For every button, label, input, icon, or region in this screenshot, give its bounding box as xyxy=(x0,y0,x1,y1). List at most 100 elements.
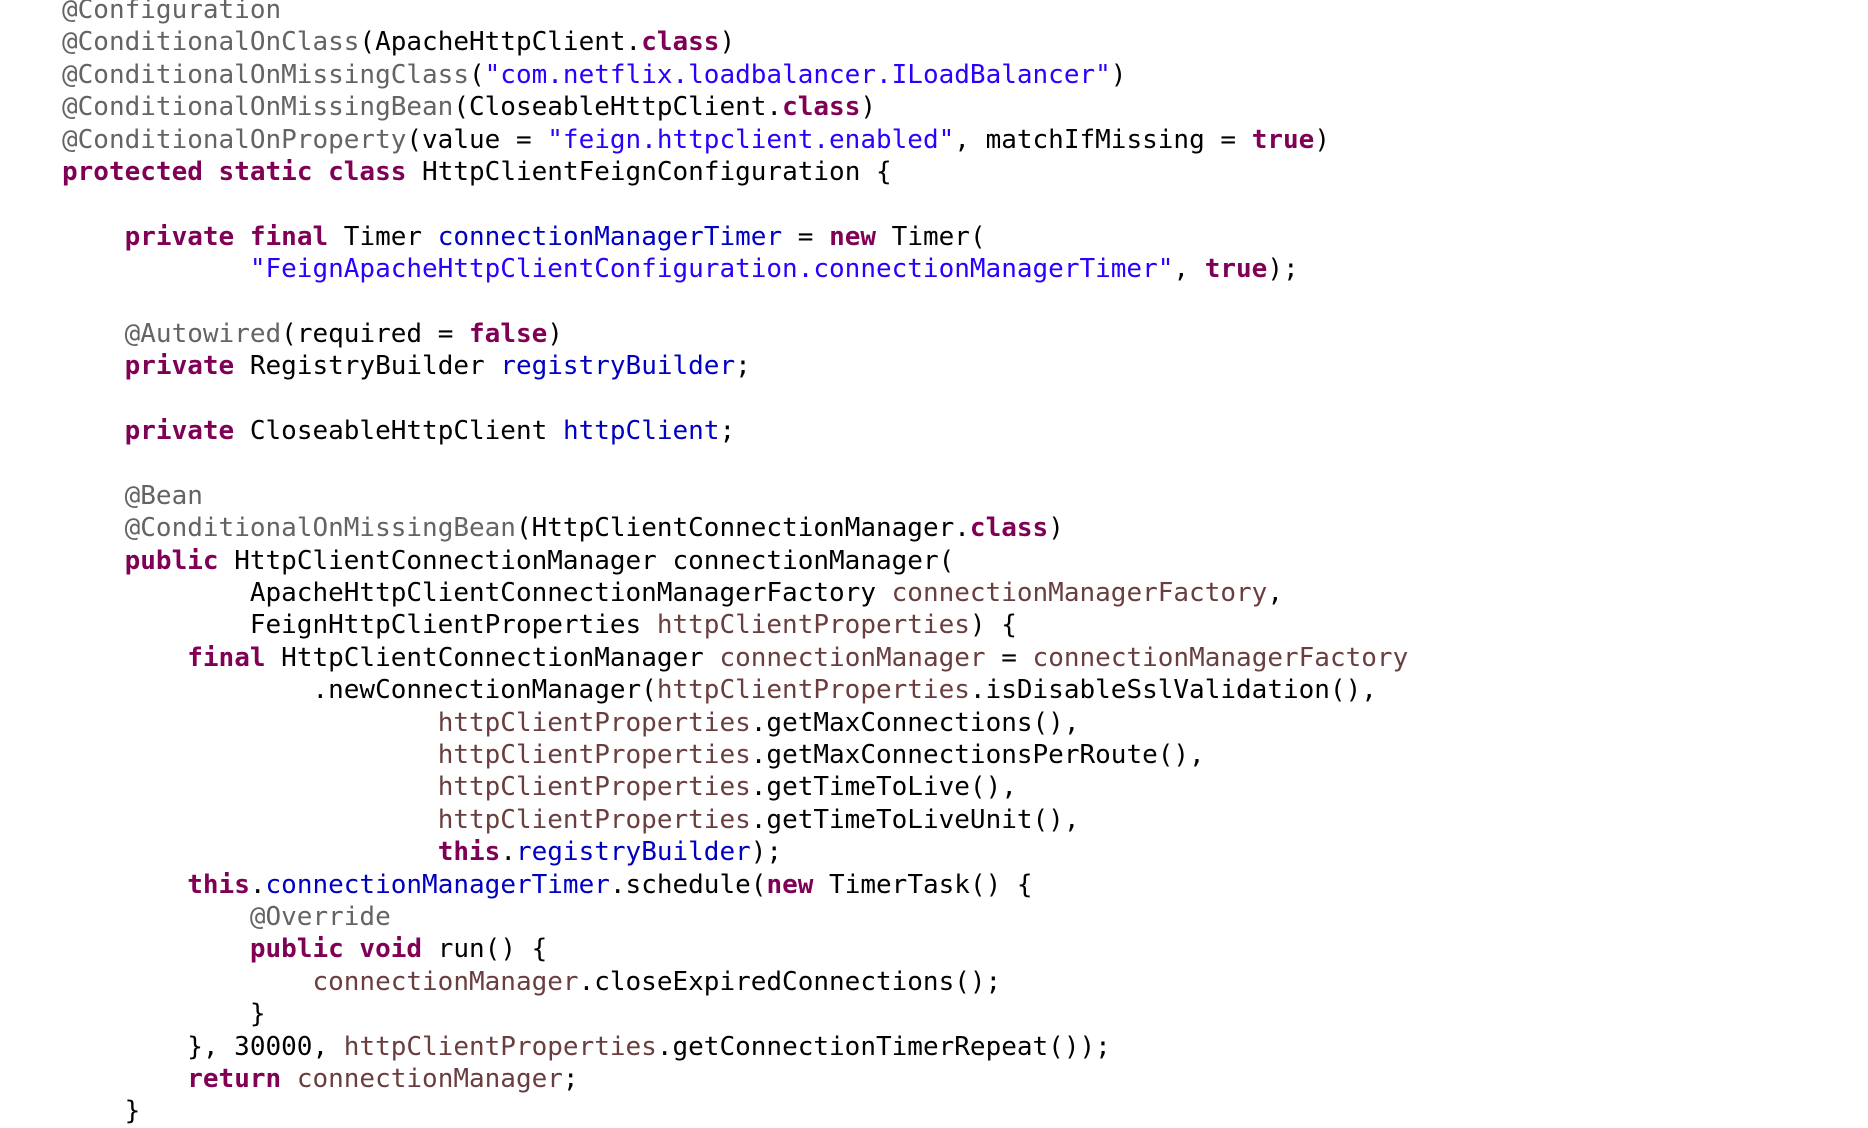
code-token xyxy=(312,157,328,187)
code-token: httpClientProperties xyxy=(656,675,970,706)
code-token: final xyxy=(187,642,266,673)
code-token: , xyxy=(1173,254,1205,285)
code-token xyxy=(62,805,438,835)
code-token xyxy=(62,546,125,576)
code-line: this.connectionManagerTimer.schedule(new… xyxy=(62,869,1408,901)
code-token: HttpClientFeignConfiguration { xyxy=(406,156,892,187)
code-token xyxy=(234,222,250,252)
code-token: private xyxy=(124,351,235,382)
code-token: @ConditionalOnMissingBean xyxy=(62,92,454,123)
code-line: } xyxy=(62,1095,1408,1127)
code-line: httpClientProperties.getTimeToLiveUnit()… xyxy=(62,804,1408,836)
code-token: .getMaxConnections(), xyxy=(750,707,1080,738)
code-token: . xyxy=(249,869,266,900)
code-line: @Configuration xyxy=(62,0,1408,26)
code-token: .closeExpiredConnections(); xyxy=(578,966,1002,997)
code-token: = xyxy=(782,221,830,252)
code-token: . xyxy=(500,837,516,868)
code-token: HttpClientConnectionManager xyxy=(265,642,720,673)
code-token xyxy=(62,870,187,900)
code-line: private CloseableHttpClient httpClient; xyxy=(62,415,1408,447)
code-token: class xyxy=(641,27,720,58)
code-token: (ApacheHttpClient. xyxy=(359,27,642,58)
code-token: class xyxy=(328,156,407,187)
code-line: final HttpClientConnectionManager connec… xyxy=(62,642,1408,674)
code-text[interactable]: @Configuration@ConditionalOnClass(Apache… xyxy=(62,0,1408,1128)
code-token: new xyxy=(829,221,877,252)
code-token: } xyxy=(62,1096,141,1127)
code-token: (CloseableHttpClient. xyxy=(453,92,783,123)
code-line xyxy=(62,286,1408,318)
code-line xyxy=(62,383,1408,415)
code-token: CloseableHttpClient xyxy=(234,416,563,447)
code-token: (HttpClientConnectionManager. xyxy=(515,513,970,544)
code-token: ) xyxy=(860,92,877,123)
code-token: FeignHttpClientProperties xyxy=(62,610,657,641)
code-line: @ConditionalOnMissingBean(CloseableHttpC… xyxy=(62,91,1408,123)
code-token: connectionManagerFactory xyxy=(1032,642,1409,673)
code-line: connectionManager.closeExpiredConnection… xyxy=(62,966,1408,998)
code-token: @Configuration xyxy=(62,0,282,25)
code-line xyxy=(62,188,1408,220)
code-token xyxy=(62,254,250,284)
code-token: RegistryBuilder xyxy=(234,351,501,382)
code-token xyxy=(62,319,125,349)
code-token: .newConnectionManager( xyxy=(62,675,657,706)
code-token xyxy=(62,351,125,381)
code-token: httpClientProperties xyxy=(437,772,751,803)
code-token: ApacheHttpClientConnectionManagerFactory xyxy=(62,578,892,609)
code-line: httpClientProperties.getTimeToLive(), xyxy=(62,771,1408,803)
code-token: Timer xyxy=(328,221,438,252)
code-token: = xyxy=(985,642,1033,673)
code-token: "feign.httpclient.enabled" xyxy=(547,124,955,155)
code-token: @ConditionalOnClass xyxy=(62,27,360,58)
code-token: .getMaxConnectionsPerRoute(), xyxy=(750,739,1205,770)
code-token: Timer( xyxy=(876,221,986,252)
code-token: class xyxy=(969,513,1049,544)
code-token: "com.netflix.loadbalancer.ILoadBalancer" xyxy=(484,59,1111,90)
code-token: .isDisableSslValidation(), xyxy=(969,675,1377,706)
code-token: class xyxy=(782,92,861,123)
code-token xyxy=(62,1064,187,1094)
code-token: "FeignApacheHttpClientConfiguration.conn… xyxy=(249,254,1174,285)
code-token: protected xyxy=(62,156,203,187)
code-token xyxy=(62,837,438,867)
code-token xyxy=(62,902,250,932)
code-line: @ConditionalOnClass(ApacheHttpClient.cla… xyxy=(62,26,1408,58)
code-token xyxy=(62,416,125,446)
code-line: public void run() { xyxy=(62,933,1408,965)
code-token: connectionManager xyxy=(296,1063,563,1094)
code-line: private final Timer connectionManagerTim… xyxy=(62,221,1408,253)
code-token: connectionManagerTimer xyxy=(437,221,783,252)
code-line: this.registryBuilder); xyxy=(62,836,1408,868)
code-token: httpClientProperties xyxy=(437,707,751,738)
code-token xyxy=(62,740,438,770)
code-token: private xyxy=(124,416,235,447)
code-token xyxy=(281,1064,297,1094)
code-token: @ConditionalOnProperty xyxy=(62,124,407,155)
code-token: true xyxy=(1251,124,1315,155)
code-token: }, 30000, xyxy=(62,1031,344,1062)
code-token: ) xyxy=(719,27,736,58)
code-token: httpClientProperties xyxy=(343,1031,657,1062)
code-token: , xyxy=(1267,578,1283,609)
code-token: .schedule( xyxy=(609,869,767,900)
code-token: httpClientProperties xyxy=(656,610,970,641)
code-token: public xyxy=(124,545,219,576)
code-token: return xyxy=(187,1063,282,1094)
code-token xyxy=(62,481,125,511)
code-token: (required = xyxy=(281,318,470,349)
code-line: @ConditionalOnProperty(value = "feign.ht… xyxy=(62,124,1408,156)
code-token: (value = xyxy=(406,124,548,155)
code-token: ); xyxy=(750,837,783,868)
code-token: } xyxy=(62,999,266,1030)
code-token: httpClientProperties xyxy=(437,739,751,770)
code-line: @ConditionalOnMissingBean(HttpClientConn… xyxy=(62,512,1408,544)
code-token: , matchIfMissing = xyxy=(954,124,1252,155)
code-token: registryBuilder xyxy=(500,351,736,382)
code-token xyxy=(62,513,125,543)
code-token: false xyxy=(469,318,548,349)
code-token: ) xyxy=(1314,124,1330,155)
code-token: HttpClientConnectionManager connectionMa… xyxy=(218,545,955,576)
